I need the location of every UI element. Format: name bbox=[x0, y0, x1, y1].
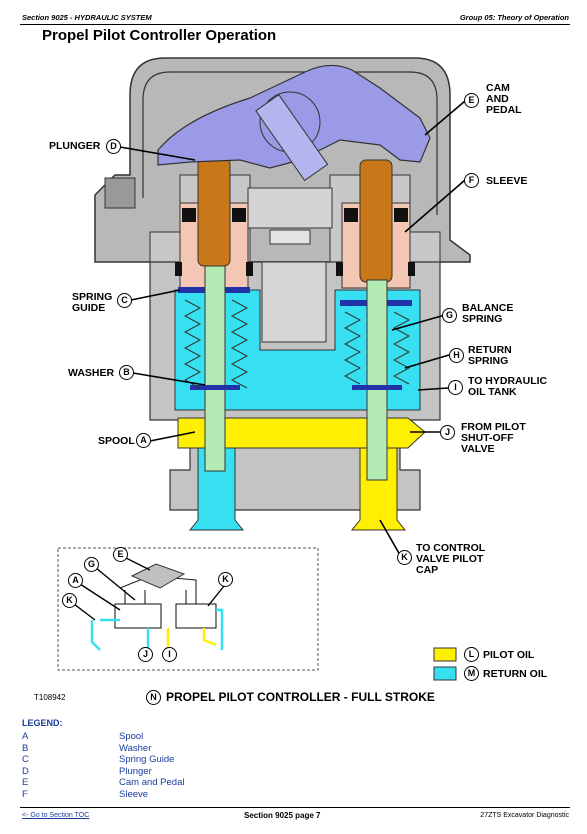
schematic-marker-a: A bbox=[68, 573, 83, 588]
figure-caption: PROPEL PILOT CONTROLLER - FULL STROKE bbox=[166, 690, 435, 704]
legend-item: A Spool bbox=[22, 731, 322, 743]
legend-item: D Plunger bbox=[22, 766, 322, 778]
marker-j: J bbox=[440, 425, 455, 440]
callout-spring-guide: SPRING GUIDE bbox=[72, 291, 113, 314]
marker-m: M bbox=[464, 666, 479, 681]
return-oil-chamber bbox=[174, 289, 421, 411]
header-group-label: Group 05: Theory of Operation bbox=[459, 13, 569, 22]
legend-letter: B bbox=[22, 742, 29, 754]
callout-to-control: TO CONTROL VALVE PILOT CAP bbox=[416, 542, 486, 576]
cover-plate bbox=[104, 177, 136, 209]
legend-title: LEGEND: bbox=[22, 718, 63, 728]
legend-text: Spring Guide bbox=[119, 754, 175, 765]
spool-right bbox=[366, 279, 388, 481]
legend-text: Sleeve bbox=[119, 788, 149, 800]
marker-c: C bbox=[117, 293, 132, 308]
marker-l: L bbox=[464, 647, 479, 662]
callout-balance-spring: BALANCE SPRING bbox=[462, 302, 514, 325]
schematic-marker-k-left: K bbox=[62, 593, 77, 608]
legend-list: A Spool B Washer C Spring Guide D Plunge… bbox=[22, 731, 322, 800]
legend-text: Spool bbox=[119, 731, 144, 742]
legend-item: E Cam and Pedal bbox=[22, 777, 322, 789]
figure-id: T108942 bbox=[34, 693, 66, 702]
header-section-label: Section 9025 - HYDRAULIC SYSTEM bbox=[22, 13, 152, 22]
schematic-marker-j: J bbox=[138, 647, 153, 662]
marker-a: A bbox=[136, 433, 151, 448]
plunger-left bbox=[197, 157, 231, 267]
legend-text: Cam and Pedal bbox=[119, 777, 185, 788]
callout-spool: SPOOL bbox=[98, 435, 135, 447]
callout-sleeve: SLEEVE bbox=[486, 175, 528, 187]
schematic-marker-g: G bbox=[84, 557, 99, 572]
footer-doc-title: 27ZTS Excavator Diagnostic bbox=[480, 812, 569, 819]
callout-from-pilot: FROM PILOT SHUT-OFF VALVE bbox=[461, 421, 526, 455]
legend-letter: D bbox=[22, 765, 29, 777]
schematic-box bbox=[57, 547, 319, 671]
legend-letter: E bbox=[22, 777, 29, 788]
marker-e: E bbox=[464, 93, 479, 108]
page-title: Propel Pilot Controller Operation bbox=[42, 27, 277, 44]
marker-i: I bbox=[448, 380, 463, 395]
key-pilot-oil: PILOT OIL bbox=[483, 649, 535, 661]
marker-g: G bbox=[442, 308, 457, 323]
legend-text: Washer bbox=[119, 742, 152, 754]
marker-d: D bbox=[106, 139, 121, 154]
pilot-oil-swatch bbox=[433, 647, 457, 662]
legend-letter: F bbox=[22, 788, 28, 800]
marker-n: N bbox=[146, 690, 161, 705]
schematic-marker-i: I bbox=[162, 647, 177, 662]
callout-plunger: PLUNGER bbox=[49, 140, 101, 152]
header-rule bbox=[20, 24, 570, 25]
marker-k: K bbox=[397, 550, 412, 565]
footer-page-label: Section 9025 page 7 bbox=[244, 811, 321, 820]
schematic-marker-e: E bbox=[113, 547, 128, 562]
legend-item: F Sleeve bbox=[22, 789, 322, 801]
key-return-oil: RETURN OIL bbox=[483, 668, 548, 680]
marker-f: F bbox=[464, 173, 479, 188]
callout-to-tank: TO HYDRAULIC OIL TANK bbox=[468, 375, 548, 398]
marker-h: H bbox=[449, 348, 464, 363]
marker-b: B bbox=[119, 365, 134, 380]
section-toc-link[interactable]: <- Go to Section TOC bbox=[22, 812, 90, 819]
callout-return-spring: RETURN SPRING bbox=[468, 344, 512, 367]
legend-text: Plunger bbox=[119, 765, 152, 777]
callout-cam-pedal: CAM AND PEDAL bbox=[486, 82, 522, 116]
callout-washer: WASHER bbox=[68, 367, 115, 379]
legend-letter: C bbox=[22, 754, 29, 765]
return-outlet bbox=[188, 447, 245, 531]
pilot-outlet bbox=[350, 447, 407, 531]
schematic-marker-k-right: K bbox=[218, 572, 233, 587]
legend-item: B Washer bbox=[22, 743, 322, 755]
legend-item: C Spring Guide bbox=[22, 754, 322, 766]
plunger-right bbox=[359, 159, 393, 283]
schematic-circuit bbox=[114, 575, 217, 629]
footer-rule bbox=[20, 807, 570, 808]
spool-left bbox=[204, 265, 226, 472]
return-oil-swatch bbox=[433, 666, 457, 681]
legend-letter: A bbox=[22, 731, 29, 742]
